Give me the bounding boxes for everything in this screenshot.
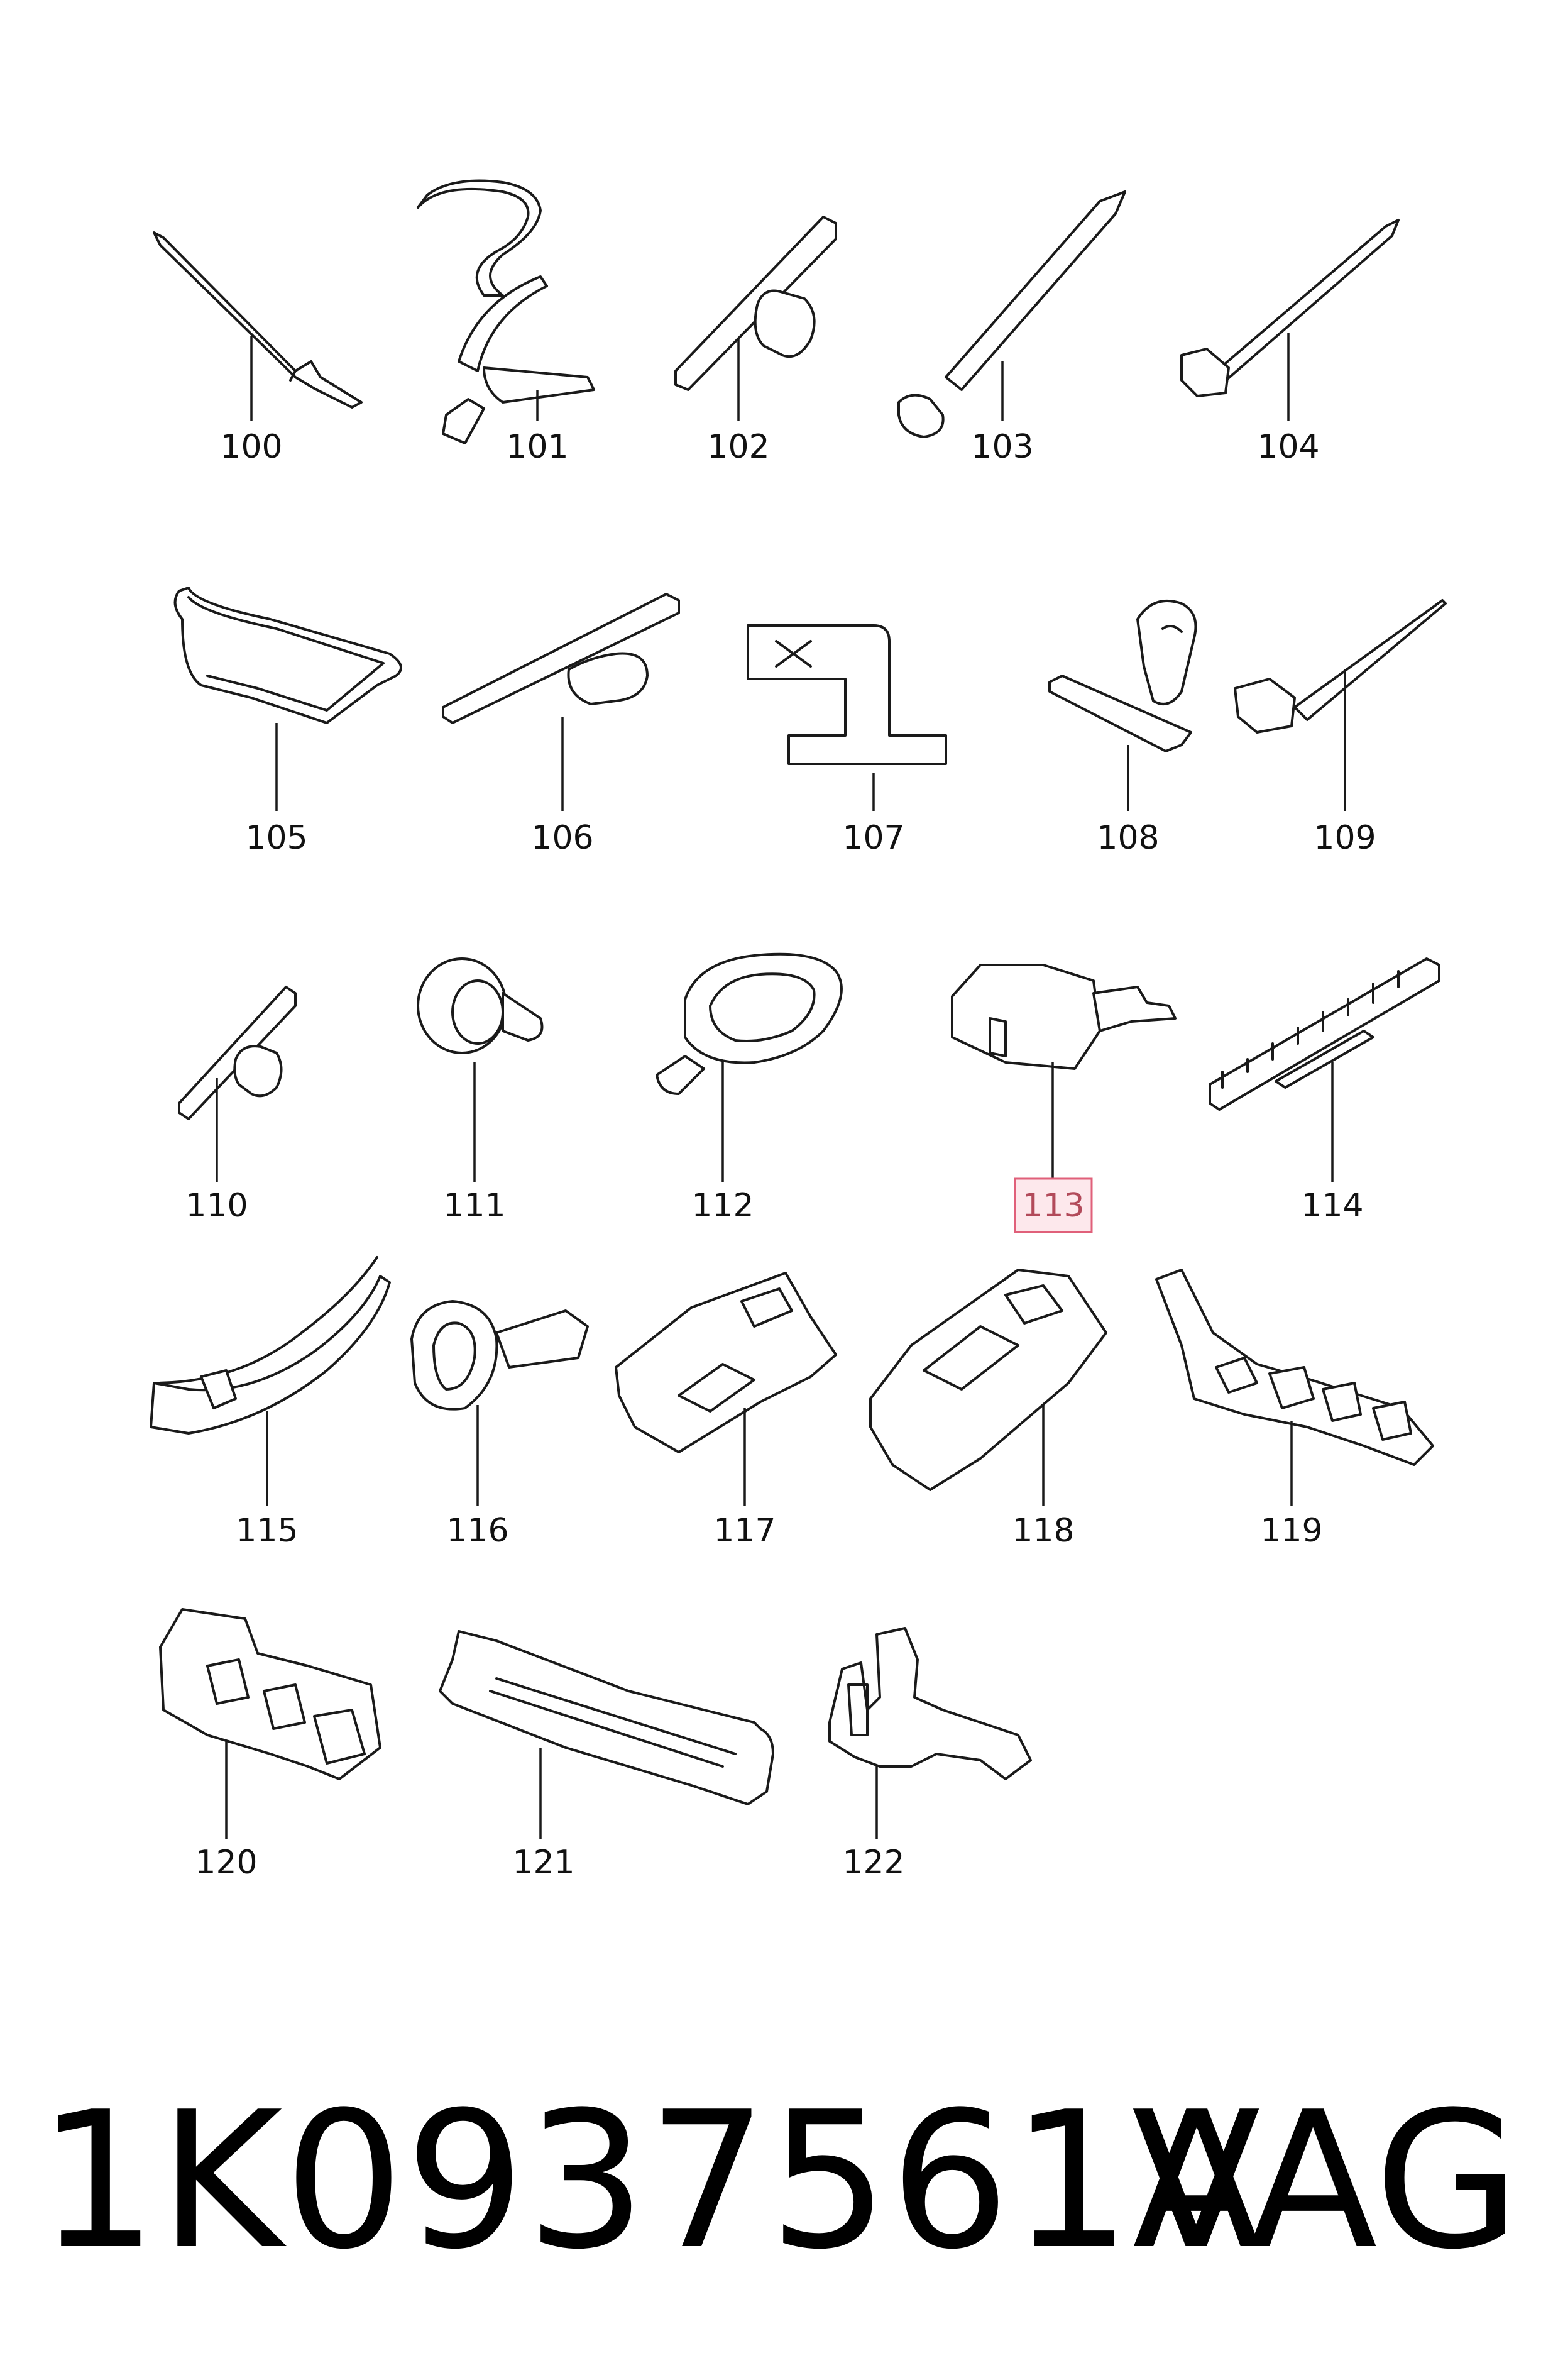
part-label-118[interactable]: 118 — [1012, 1512, 1074, 1550]
part-label-114[interactable]: 114 — [1301, 1187, 1363, 1225]
part-label-115[interactable]: 115 — [236, 1512, 298, 1550]
part-label-108[interactable]: 108 — [1097, 819, 1159, 857]
part-122 — [828, 1627, 1032, 1839]
part-label-110[interactable]: 110 — [185, 1187, 248, 1225]
part-label-107[interactable]: 107 — [842, 819, 904, 857]
part-label-117[interactable]: 117 — [713, 1512, 776, 1550]
part-104 — [1180, 219, 1400, 421]
footer: 1K0937561A VAG — [0, 2074, 1558, 2288]
part-110 — [178, 986, 297, 1182]
part-label-100[interactable]: 100 — [220, 428, 282, 466]
part-109 — [1234, 599, 1447, 811]
part-118 — [869, 1269, 1107, 1506]
part-number: 1K0937561A — [38, 2071, 1263, 2291]
part-100 — [153, 231, 363, 421]
part-106 — [442, 593, 680, 811]
part-115 — [150, 1256, 391, 1506]
part-120 — [159, 1608, 381, 1839]
part-label-116[interactable]: 116 — [446, 1512, 508, 1550]
parts-diagram: 100 101 102 103 104 105 106 107 108 109 … — [150, 179, 1447, 1881]
part-label-109[interactable]: 109 — [1314, 819, 1376, 857]
part-label-106[interactable]: 106 — [531, 819, 593, 857]
part-label-113[interactable]: 113 — [1022, 1187, 1084, 1225]
part-103 — [897, 190, 1126, 438]
part-label-119[interactable]: 119 — [1260, 1512, 1322, 1550]
part-102 — [674, 216, 837, 421]
part-label-112[interactable]: 112 — [691, 1187, 754, 1225]
part-114 — [1209, 957, 1440, 1182]
part-label-122[interactable]: 122 — [842, 1844, 904, 1881]
part-label-105[interactable]: 105 — [245, 819, 307, 857]
part-label-121[interactable]: 121 — [512, 1844, 574, 1881]
part-label-103[interactable]: 103 — [971, 428, 1033, 466]
part-label-101[interactable]: 101 — [506, 428, 568, 466]
part-121 — [439, 1630, 774, 1839]
part-label-104[interactable]: 104 — [1257, 428, 1319, 466]
part-112 — [656, 952, 843, 1182]
part-116 — [410, 1300, 589, 1506]
part-107 — [747, 624, 947, 811]
part-label-102[interactable]: 102 — [707, 428, 769, 466]
part-label-111[interactable]: 111 — [443, 1187, 505, 1225]
part-108 — [1048, 599, 1197, 811]
part-119 — [1155, 1269, 1434, 1506]
part-101 — [417, 179, 595, 444]
part-label-120[interactable]: 120 — [195, 1844, 257, 1881]
part-117 — [615, 1272, 837, 1506]
brand-name: VAG — [1131, 2071, 1520, 2291]
highlight-box-113 — [1014, 1177, 1093, 1233]
part-111 — [417, 957, 544, 1182]
part-105 — [173, 587, 402, 811]
part-113 — [951, 964, 1177, 1182]
